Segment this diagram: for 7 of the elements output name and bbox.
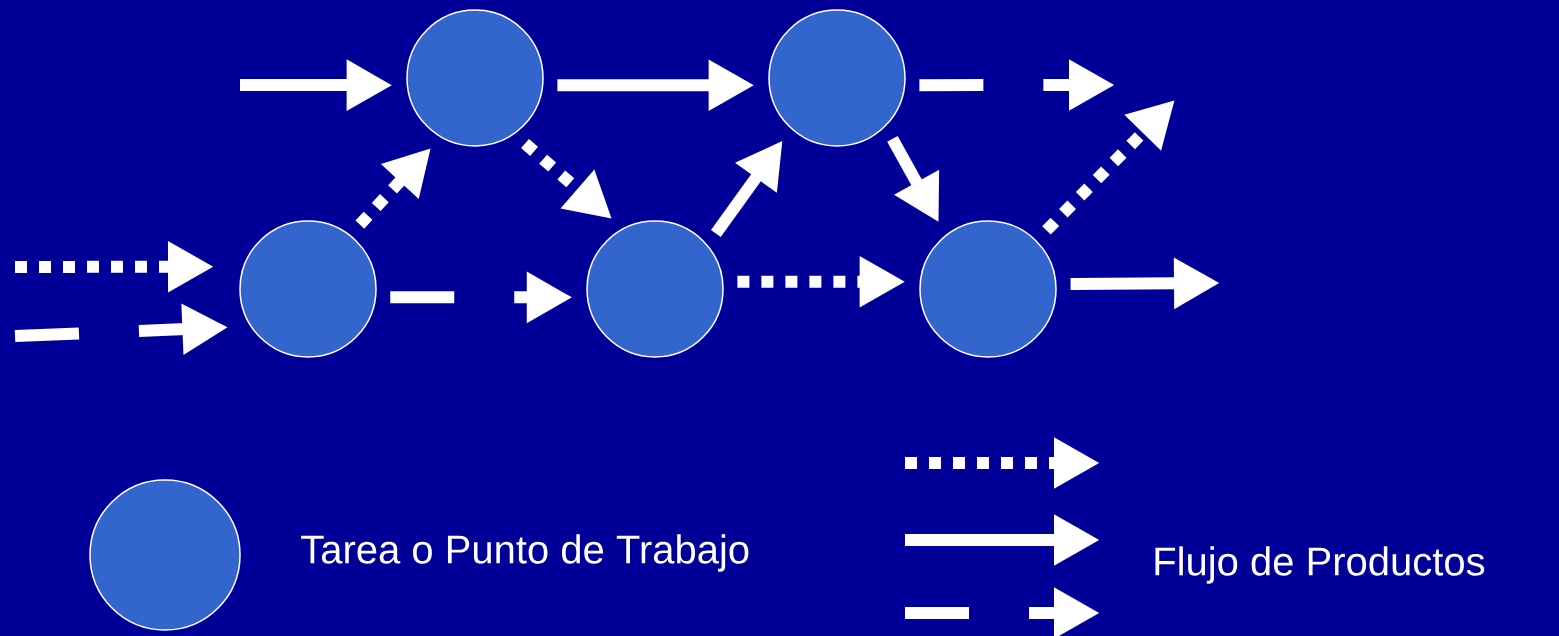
legend-label: Tarea o Punto de Trabajo bbox=[301, 534, 749, 572]
task-circle bbox=[239, 220, 377, 358]
task-circle bbox=[586, 220, 724, 358]
task-circle bbox=[768, 9, 906, 147]
task-circle bbox=[406, 9, 544, 147]
task-circle bbox=[919, 220, 1057, 358]
legend-label: Flujo de Productos bbox=[1155, 546, 1485, 584]
